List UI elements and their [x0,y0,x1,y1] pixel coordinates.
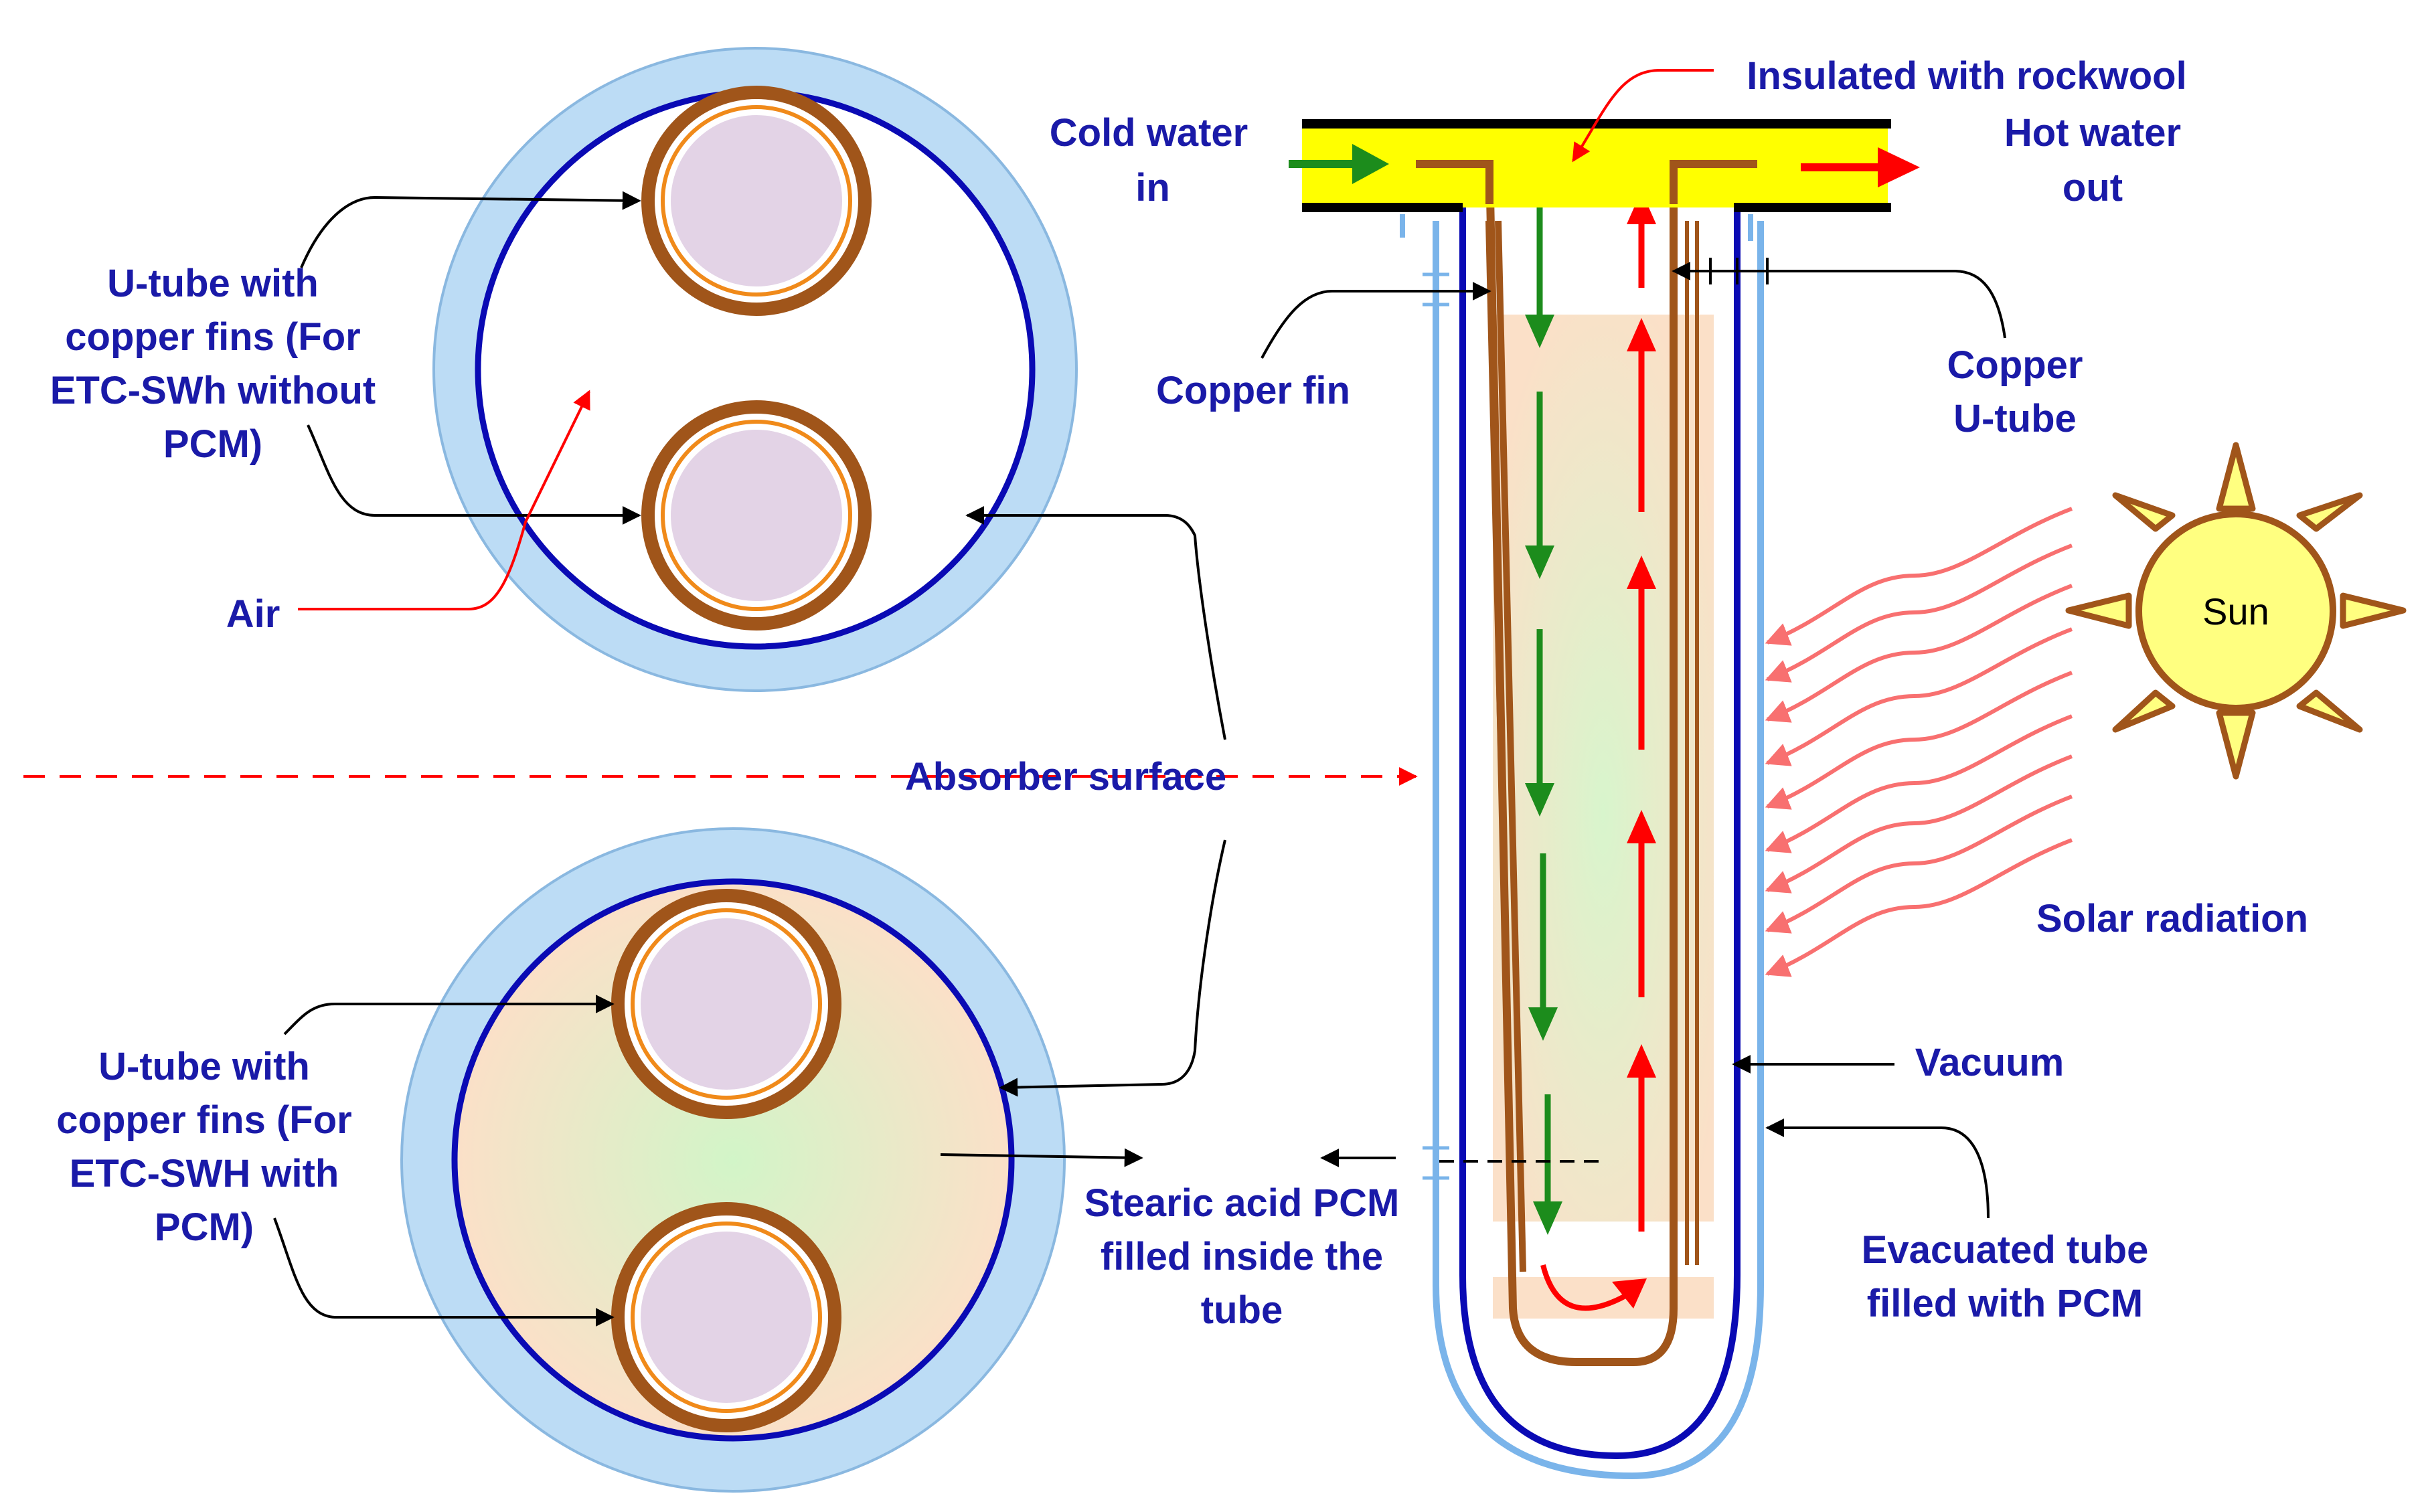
evacuated-tube [1289,119,1920,1480]
label-insulated: Insulated with rockwool [1747,54,2186,98]
solar-radiation-rays [1765,507,2073,977]
label-utube-top-line2: copper fins (For [65,315,360,359]
label-vacuum: Vacuum [1915,1041,2064,1084]
label-stearic-line2: filled inside the [1101,1235,1383,1278]
insulated-header [1302,124,1888,207]
label-utube-bottom-line1: U-tube with [98,1045,310,1088]
copper-fin-left-2 [1485,220,1514,1272]
label-absorber-surface: Absorber surface [905,755,1226,799]
label-utube-top-line1: U-tube with [107,262,319,305]
leader-lines [273,191,2006,1327]
absorber-ring-bottom [451,878,1015,1442]
cross-section-with-pcm [400,827,1066,1493]
label-utube-bottom-line4: PCM) [155,1205,254,1249]
utube-section-top-1 [641,86,872,316]
sun-icon [2065,442,2407,780]
label-utube-top-line3: ETC-SWh without [50,369,376,412]
label-evacuated-line1: Evacuated tube [1862,1228,2149,1272]
label-utube-bottom-line2: copper fins (For [56,1098,351,1142]
label-sun: Sun [2202,590,2269,633]
utube-section-bottom-1 [611,889,841,1119]
label-utube-top-line4: PCM) [163,422,262,466]
inner-absorber-wall [1459,207,1741,1460]
label-solar-radiation: Solar radiation [2036,897,2308,940]
label-utube-bottom-line3: ETC-SWH with [70,1152,339,1195]
label-copper-utube-line2: U-tube [1953,397,2077,440]
label-evacuated-line2: filled with PCM [1867,1282,2143,1325]
cross-section-without-pcm [432,47,1078,692]
utube-section-top-2 [641,400,872,631]
labels: Insulated with rockwool Cold water in Ho… [50,54,2308,1332]
copper-utube-tube [1443,160,1757,1366]
label-stearic-line1: Stearic acid PCM [1084,1181,1400,1225]
label-copper-fin: Copper fin [1156,369,1350,412]
label-hot-water-line1: Hot water [2004,111,2181,155]
label-copper-utube-line1: Copper [1947,343,2083,387]
label-stearic-line3: tube [1201,1288,1283,1332]
outer-glass-wall [1433,221,1764,1480]
label-air: Air [226,592,280,636]
inner-air-space-top [478,92,1032,647]
utube-section-bottom-2 [611,1202,841,1432]
pcm-fill-bottom [455,881,1012,1438]
pcm-fill-tube [1493,315,1714,1222]
red-leader-lines [23,69,1714,786]
copper-fin-left [1495,220,1526,1272]
label-hot-water-line2: out [2063,166,2123,209]
label-cold-water-line2: in [1135,166,1170,209]
label-cold-water-line1: Cold water [1050,111,1248,155]
turnaround-arrow [1540,1264,1628,1311]
